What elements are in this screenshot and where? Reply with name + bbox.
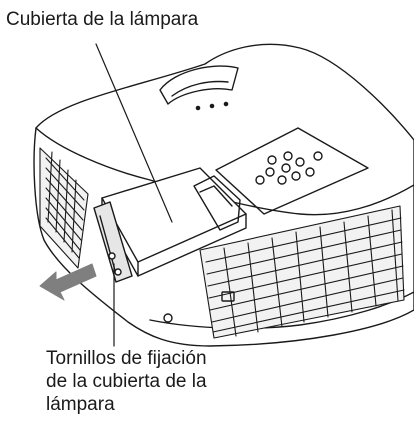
- leader-line-lamp-cover: [95, 43, 173, 223]
- removal-arrow-icon: [39, 263, 97, 301]
- callout-screws-line-2: de la cubierta de la: [46, 371, 207, 392]
- front-vents: [199, 205, 405, 339]
- leader-lines: [95, 43, 173, 347]
- callout-screws-line-3: lámpara: [46, 394, 115, 415]
- side-details: [163, 291, 235, 323]
- control-panel: [215, 127, 369, 215]
- left-vents: [39, 147, 89, 269]
- callout-lamp-cover: Cubierta de la lámpara: [6, 9, 199, 30]
- cover-screw-area: [93, 201, 133, 283]
- callout-screws-line-1: Tornillos de fijación: [46, 348, 207, 369]
- lens-window: [159, 65, 239, 111]
